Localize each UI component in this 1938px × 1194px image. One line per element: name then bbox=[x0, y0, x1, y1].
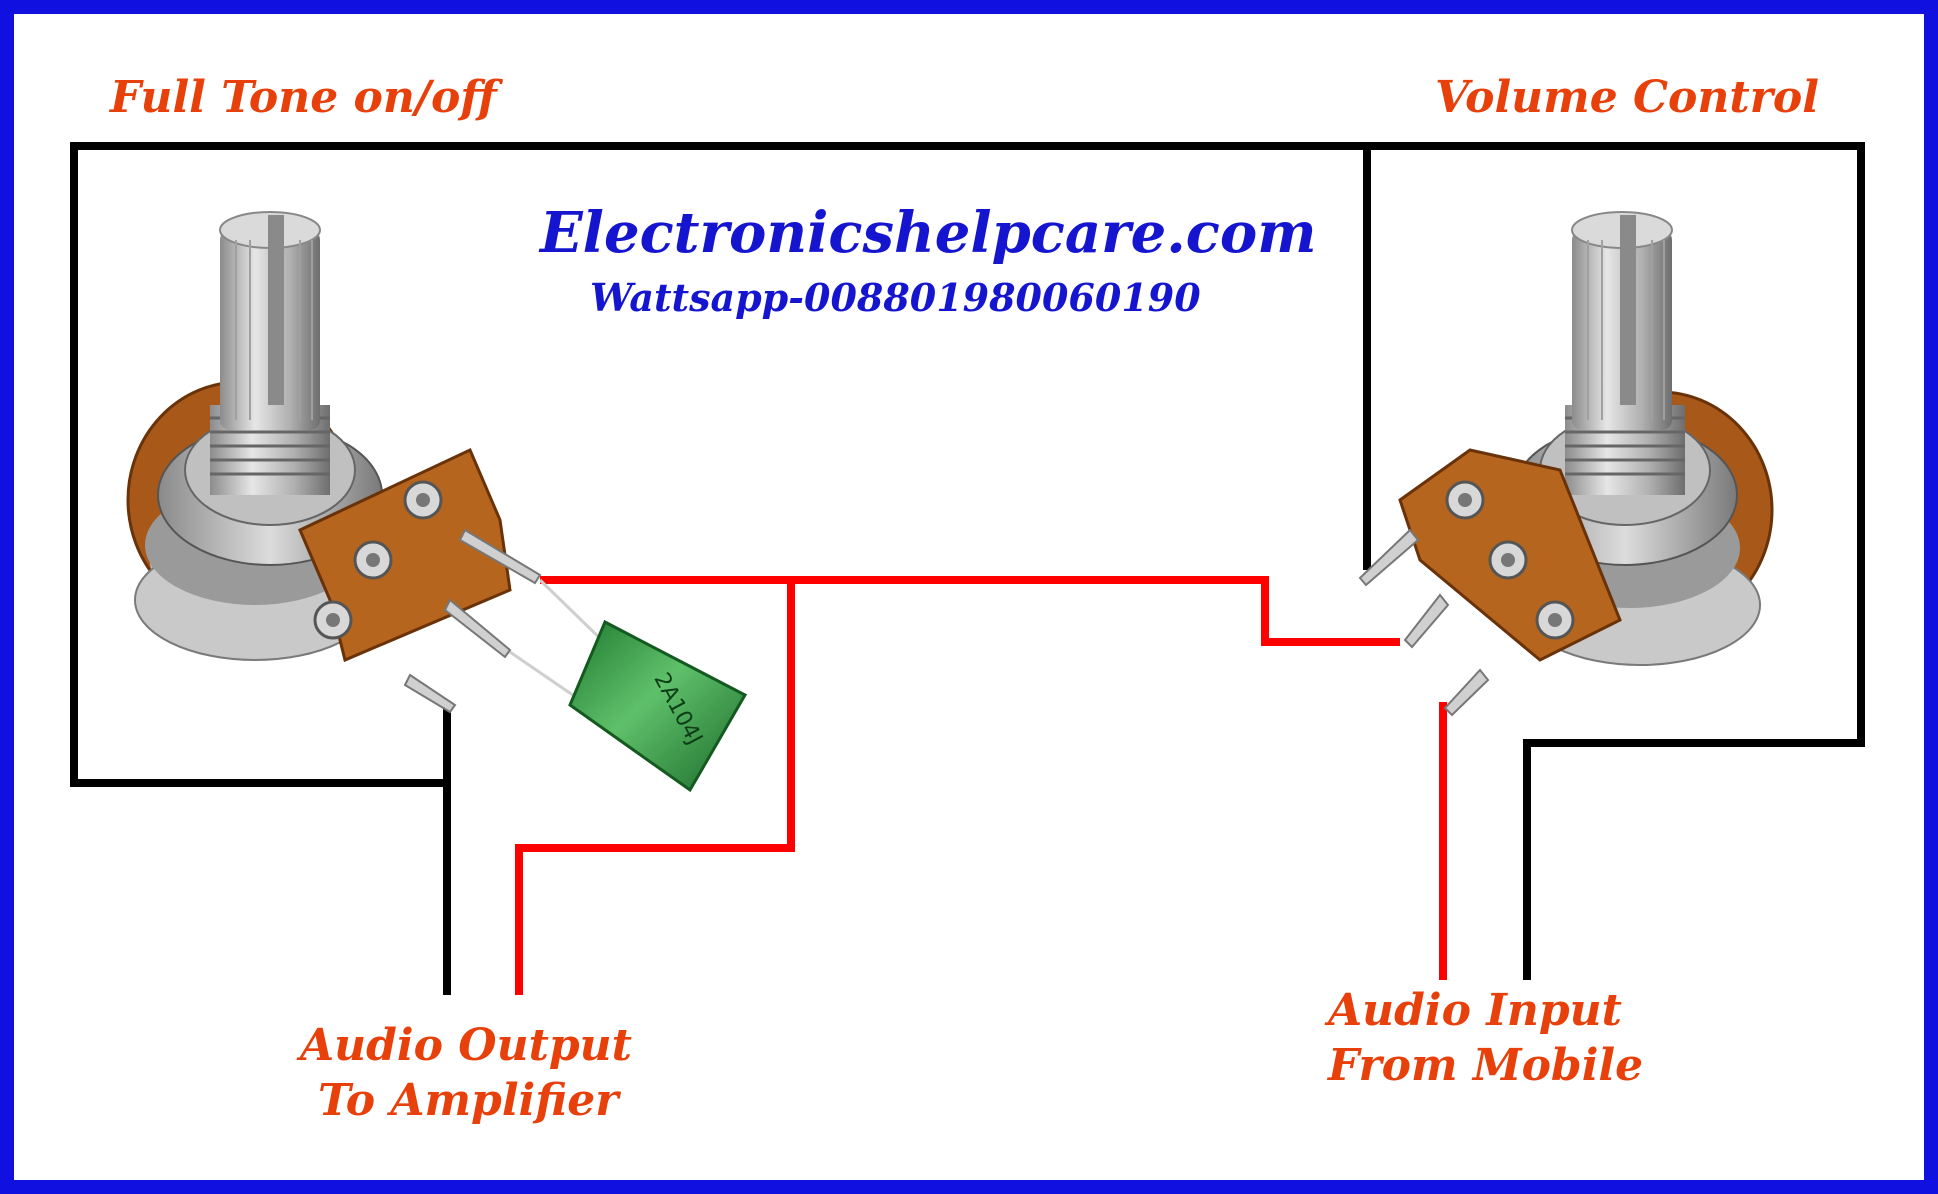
audio-output-label-line2: To Amplifier bbox=[318, 1075, 619, 1126]
ground-wires bbox=[70, 142, 1865, 995]
signal-wires bbox=[515, 576, 1447, 995]
ground-wire-left-loop bbox=[70, 142, 1865, 980]
volume-control-label: Volume Control bbox=[1435, 72, 1819, 123]
audio-input-label-line1: Audio Input bbox=[1328, 985, 1622, 1036]
left-potentiometer bbox=[126, 211, 542, 714]
site-contact: Wattsapp-008801980060190 bbox=[590, 275, 1201, 320]
audio-output-label-line1: Audio Output bbox=[300, 1020, 632, 1071]
right-potentiometer bbox=[1358, 211, 1774, 717]
signal-wire-output bbox=[515, 580, 795, 995]
full-tone-label: Full Tone on/off bbox=[110, 72, 497, 123]
audio-input-label-line2: From Mobile bbox=[1328, 1040, 1644, 1091]
capacitor: 2A104J bbox=[509, 578, 748, 793]
signal-wire-top bbox=[540, 576, 1400, 646]
site-title: Electronicshelpcare.com bbox=[540, 200, 1317, 266]
